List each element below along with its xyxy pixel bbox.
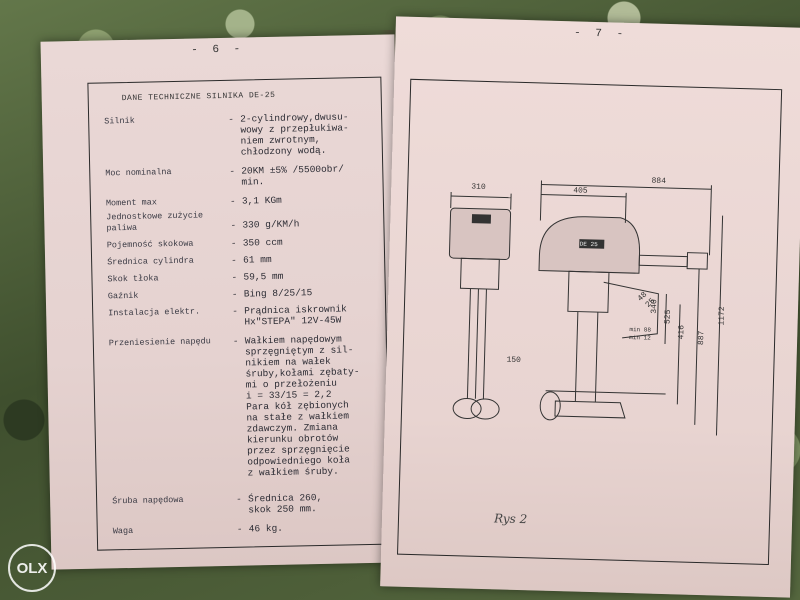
page-number-left: - 6 - xyxy=(191,43,245,57)
side-view xyxy=(538,180,724,436)
dim-416: 416 xyxy=(677,325,686,340)
dim-405: 405 xyxy=(573,186,588,195)
dim-887: 887 xyxy=(697,330,706,345)
dim-150: 150 xyxy=(506,356,521,365)
outboard-motor-drawing: 310 150 405 884 DE 25 11 xyxy=(448,177,728,436)
dim-340: 340 xyxy=(650,299,659,314)
dim-525: 525 xyxy=(664,309,673,324)
right-page: - 7 - 310 150 xyxy=(380,16,800,598)
dim-front-width: 310 xyxy=(471,183,486,192)
spec-value: Średnica 260, skok 250 mm. xyxy=(248,491,323,516)
motor-label: DE 25 xyxy=(580,241,599,249)
spec-value: 20KM ±5% /5500obr/ min. xyxy=(241,163,344,188)
dim-min12: min 12 xyxy=(629,334,651,342)
spec-value: Wałkiem napędowym sprzęgniętym z sil- ni… xyxy=(244,333,360,479)
front-view xyxy=(448,191,512,420)
dim-min88: min 88 xyxy=(629,326,651,334)
spec-label: Jednostkowe zużycie paliwa xyxy=(106,210,204,234)
olx-watermark-logo: OLX xyxy=(8,544,56,592)
dim-1172: 1172 xyxy=(718,306,728,326)
page-number-right: - 7 - xyxy=(573,27,628,41)
left-page: - 6 - DANE TECHNICZNE SILNIKA DE-25 Siln… xyxy=(40,34,406,570)
spec-value: 2-cylindrowy,dwusu- wowy z przepłukiwa- … xyxy=(240,111,349,158)
figure-caption: Rys 2 xyxy=(493,511,528,527)
spec-value: Prądnica iskrownik Hx"STEPA" 12V-45W xyxy=(244,303,347,328)
dim-884: 884 xyxy=(651,177,666,186)
